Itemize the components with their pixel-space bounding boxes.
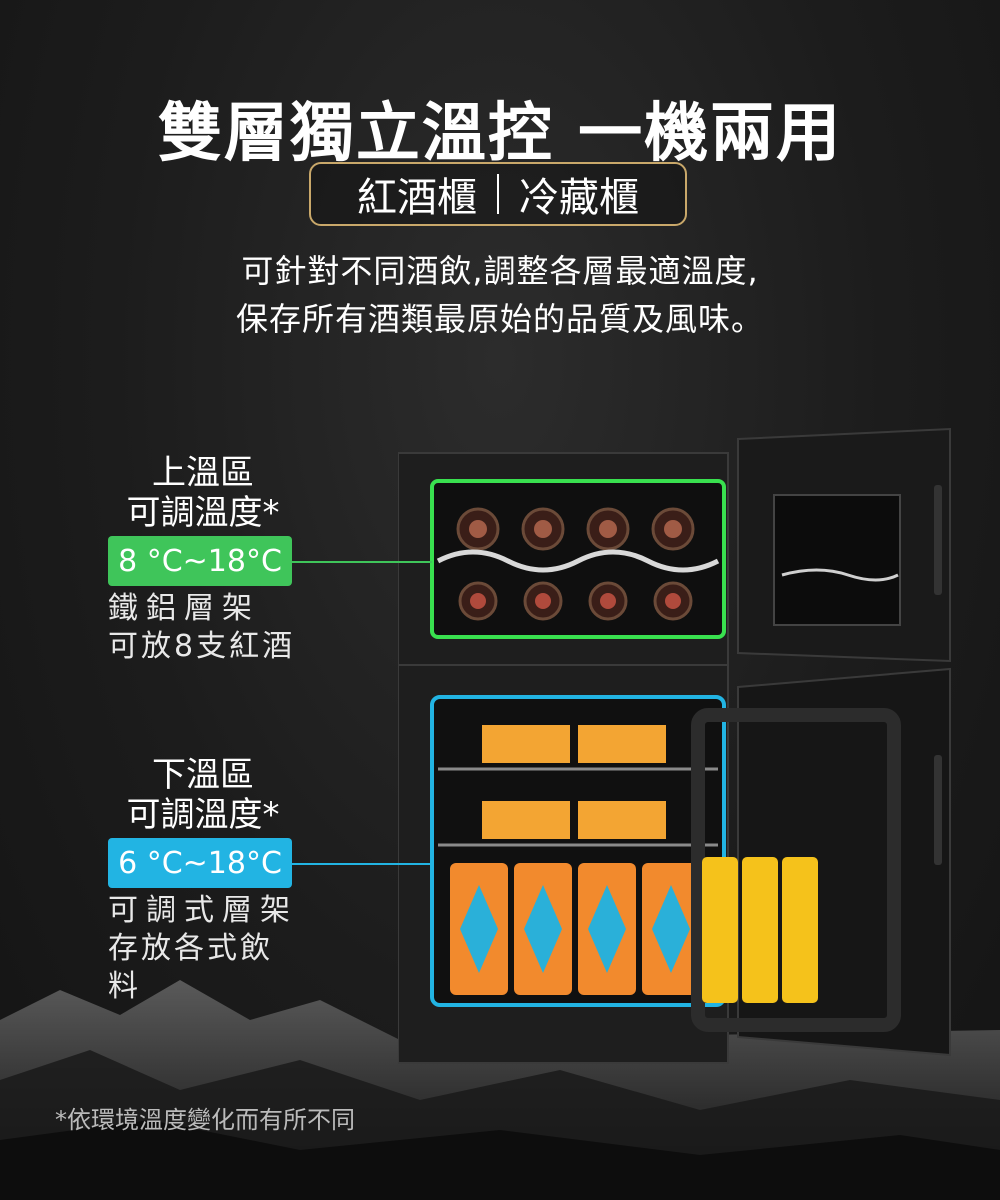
- upper-zone-title: 上溫區: [152, 453, 254, 493]
- description-line-2: 保存所有酒類最原始的品質及風味。: [235, 300, 764, 338]
- page-title: 雙層獨立溫控 一機兩用: [157, 97, 843, 171]
- lower-zone-title: 下溫區: [152, 755, 254, 795]
- tag-fridge: 冷藏櫃: [519, 175, 639, 221]
- lower-door-handle: [934, 755, 942, 865]
- upper-zone-temp-badge: 8 °C~18°C: [108, 536, 292, 586]
- door-cans: [702, 857, 818, 1003]
- upper-door-handle: [934, 485, 942, 595]
- upper-zone-capacity-desc: 可放8支紅酒: [108, 629, 296, 664]
- lower-zone-shelf-desc: 可調式層架: [108, 893, 298, 928]
- tag-wine-cabinet: 紅酒櫃: [357, 175, 477, 221]
- wine-bottles-bottom-row: [458, 581, 693, 621]
- description-line-1: 可針對不同酒飲,調整各層最適溫度,: [241, 252, 759, 290]
- drink-boxes: [482, 725, 666, 839]
- upper-door-glass: [773, 494, 901, 626]
- upper-zone-shelf-desc: 鐵鋁層架: [108, 591, 260, 626]
- footnote: *依環境溫度變化而有所不同: [55, 1106, 355, 1134]
- upper-zone-adjustable: 可調溫度*: [126, 493, 280, 533]
- lower-zone-adjustable: 可調溫度*: [126, 795, 280, 835]
- lower-zone-connector: [292, 863, 432, 865]
- door-bin: [691, 708, 901, 1032]
- drink-cans: [450, 863, 700, 995]
- wine-rack-wire: [436, 549, 720, 573]
- wine-bottles-top-row: [456, 507, 695, 551]
- lower-zone-capacity-desc: 存放各式飲料: [108, 931, 273, 1004]
- category-tag: 紅酒櫃 冷藏櫃: [309, 162, 687, 226]
- tag-divider: [497, 174, 499, 214]
- upper-zone-connector: [292, 561, 432, 563]
- dual-zone-fridge-illustration: [398, 427, 951, 1064]
- lower-zone-temp-badge: 6 °C~18°C: [108, 838, 292, 888]
